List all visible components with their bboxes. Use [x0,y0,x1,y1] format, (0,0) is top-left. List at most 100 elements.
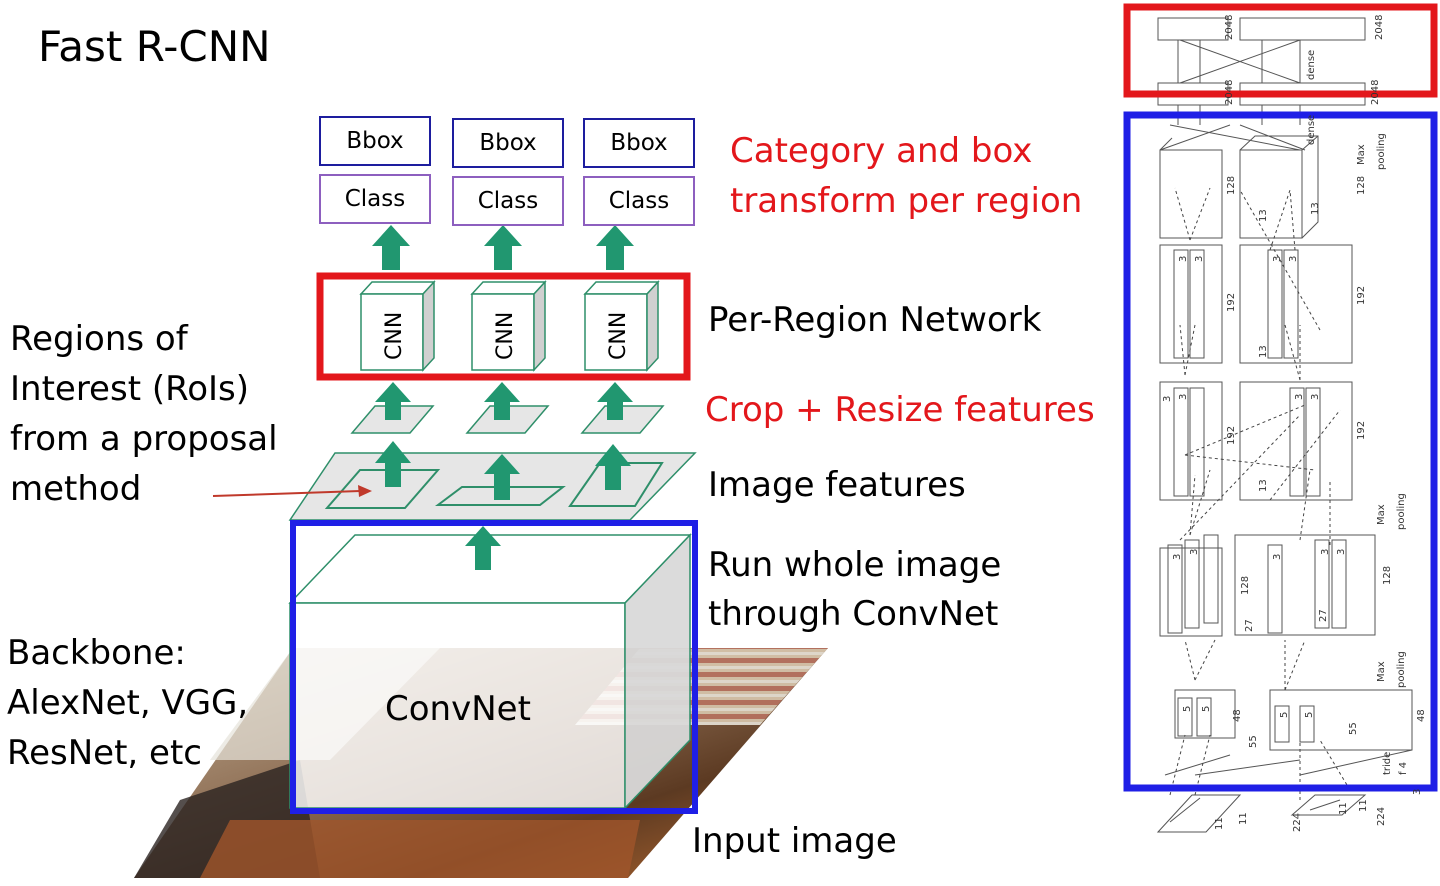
per-region-label: Per-Region Network [708,300,1042,340]
alexnet-label: 13 [1258,479,1269,492]
class-head-3: Class [583,176,695,226]
rois-label: Regions of Interest (RoIs) from a propos… [10,314,278,514]
alexnet-label: 3 [1288,256,1299,262]
class-label: Class [477,188,539,214]
alexnet-label: 48 [1232,709,1243,722]
backbone-label-line: AlexNet, VGG, [7,683,249,723]
alexnet-label: 128 [1240,576,1251,595]
alexnet-label: 2048 [1224,15,1235,40]
cnn-label: CNN [382,312,407,360]
alexnet-label: 5 [1182,706,1193,712]
rois-label-line: Interest (RoIs) [10,369,249,409]
alexnet-label: pooling [1376,133,1387,170]
arrow-up-icon [595,444,631,490]
alexnet-conv-highlight-frame [1123,111,1438,792]
roi-3 [568,462,664,507]
alexnet-label: 48 [1416,709,1427,722]
alexnet-label: 3 [1412,789,1423,795]
alexnet-label: 2048 [1374,15,1385,40]
alexnet-label: 11 [1214,817,1225,830]
alexnet-label: 224 [1376,807,1387,826]
alexnet-label: 11 [1238,812,1249,825]
class-label: Class [608,188,670,214]
alexnet-label: 3 [1310,394,1321,400]
roi-pointer-arrowhead-icon [358,485,372,497]
bbox-label: Bbox [346,128,404,154]
cnn-box-1 [359,280,436,372]
arrow-up-icon [465,526,501,570]
alexnet-label: 3 [1336,549,1347,555]
alexnet-label: 128 [1356,176,1367,195]
image-features-label: Image features [708,465,966,505]
convnet-label: ConvNet [385,689,531,729]
roi-2 [435,486,566,506]
rois-label-line: method [10,469,142,509]
alexnet-label: 3 [1162,396,1173,402]
alexnet-label: 2048 [1370,80,1381,105]
alexnet-label: 13 [1310,202,1321,215]
rois-label-line: from a proposal [10,419,278,459]
bbox-head-3: Bbox [583,118,695,168]
bbox-head-2: Bbox [452,118,564,168]
arrow-up-icon [375,441,411,487]
run-label-line1: Run whole image [708,545,1002,585]
per-region-highlight-frame [316,272,691,381]
alexnet-label: 3 [1178,394,1189,400]
alexnet-label: 3 [1294,394,1305,400]
crop-label: Crop + Resize features [705,390,1095,430]
alexnet-label: 128 [1226,176,1237,195]
run-label-line2: through ConvNet [708,594,999,634]
arrow-up-icon [372,225,410,270]
alexnet-label: 3 [1178,256,1189,262]
alexnet-label: 27 [1318,609,1329,622]
backbone-label: Backbone: AlexNet, VGG, ResNet, etc [7,628,248,778]
alexnet-label: 3 [1320,549,1331,555]
class-head-2: Class [452,176,564,226]
alexnet-label: 2048 [1224,80,1235,105]
roi-1 [324,469,441,509]
backbone-label-line: Backbone: [7,633,186,673]
backbone-label-line: ResNet, etc [7,733,202,773]
alexnet-label: pooling [1396,493,1407,530]
slide-title: Fast R-CNN [38,22,271,71]
flow-arrows [372,225,634,570]
alexnet-label: 55 [1248,735,1259,748]
alexnet-label: 5 [1201,706,1212,712]
cnn-label: CNN [493,312,518,360]
alexnet-label: 192 [1356,286,1367,305]
category-label-line1: Category and box [730,131,1033,171]
alexnet-label: Max [1376,661,1387,682]
arrow-up-icon [596,225,634,270]
alexnet-label: dense [1306,50,1317,80]
alexnet-label: 3 [1272,554,1283,560]
class-label: Class [344,186,406,212]
alexnet-label: 192 [1226,426,1237,445]
bbox-label: Bbox [479,130,537,156]
alexnet-label: 192 [1226,293,1237,312]
alexnet-schematic [1156,17,1413,833]
alexnet-label: 3 [1194,256,1205,262]
alexnet-label: 3 [1172,554,1183,560]
alexnet-label: f 4 [1398,762,1409,775]
convnet-box-3d [288,533,692,810]
alexnet-label: 11 [1338,802,1349,815]
alexnet-dense-highlight-frame [1123,3,1438,98]
cnn-box-3 [583,280,660,372]
alexnet-label: 224 [1292,813,1303,832]
alexnet-label: 3 [1189,549,1200,555]
bbox-label: Bbox [610,130,668,156]
arrow-up-icon [484,225,522,270]
cnn-box-2 [470,280,547,372]
alexnet-label: 3 [1272,256,1283,262]
bbox-head-1: Bbox [319,116,431,166]
alexnet-label: 5 [1279,712,1290,718]
arrow-up-icon [597,382,633,420]
alexnet-label: 27 [1244,619,1255,632]
alexnet-label: 128 [1382,566,1393,585]
arrow-up-icon [484,454,520,500]
alexnet-label: 11 [1358,799,1369,812]
alexnet-label: 192 [1356,421,1367,440]
alexnet-label: 13 [1258,209,1269,222]
backbone-highlight-frame [290,520,698,814]
alexnet-label: Max [1376,504,1387,525]
